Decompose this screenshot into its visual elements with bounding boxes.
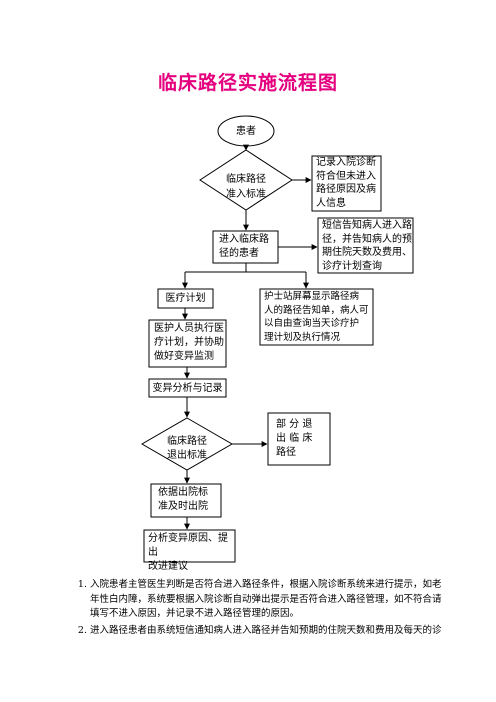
discharge-label: 依据出院标 准及时出院 [158, 487, 208, 512]
analyze-label: 分析变异原因、提出 改进建议 [148, 533, 228, 572]
sms-box-rect [317, 217, 414, 274]
sms-box-label: 短信告知病人进入路 径，并告知病人的预 期住院天数及费用、 诊疗计划查询 [322, 220, 412, 272]
nurse-box-label: 护士站屏幕显示路径病 人的路径告知单，病人可 以自由查询当天诊疗护 理计划及执行… [264, 291, 369, 343]
variance-label: 变异分析与记录 [152, 383, 223, 394]
nurse-box-rect [259, 288, 374, 346]
analyze-rect [143, 529, 236, 563]
partial-exit-rect [267, 412, 331, 466]
page-title: 临床路径实施流程图 [157, 72, 338, 94]
record-box-rect [311, 155, 382, 212]
execute-plan-rect [148, 319, 227, 368]
execute-plan-label: 医护人员执行医 疗计划，并协助 做好变异监测 [154, 323, 224, 362]
exit-label: 临床路径 退出标准 [167, 436, 207, 461]
treatment-plan-label: 医疗计划 [165, 293, 206, 304]
notes-list: 入院患者主管医生判断是否符合进入路径条件，根据入院诊断系统来进行提示，如老年性白… [72, 578, 442, 640]
patient-label: 患者 [236, 126, 256, 137]
note-item: 入院患者主管医生判断是否符合进入路径条件，根据入院诊断系统来进行提示，如老年性白… [90, 578, 442, 622]
note-item: 进入路径患者由系统短信通知病人进入路径并告知预期的住院天数和费用及每天的诊 [90, 624, 442, 639]
enter-path-label: 进入临床路 径的患者 [219, 234, 269, 259]
criteria-label: 临床路径 准入标准 [226, 174, 266, 200]
enter-path-rect [212, 230, 279, 264]
partial-exit-label: 部 分 退 出 临 床 路径 [276, 419, 313, 458]
record-box-label: 记录入院诊断 符合但未进入 路径原因及病 人信息 [316, 157, 376, 209]
discharge-rect [150, 483, 222, 518]
